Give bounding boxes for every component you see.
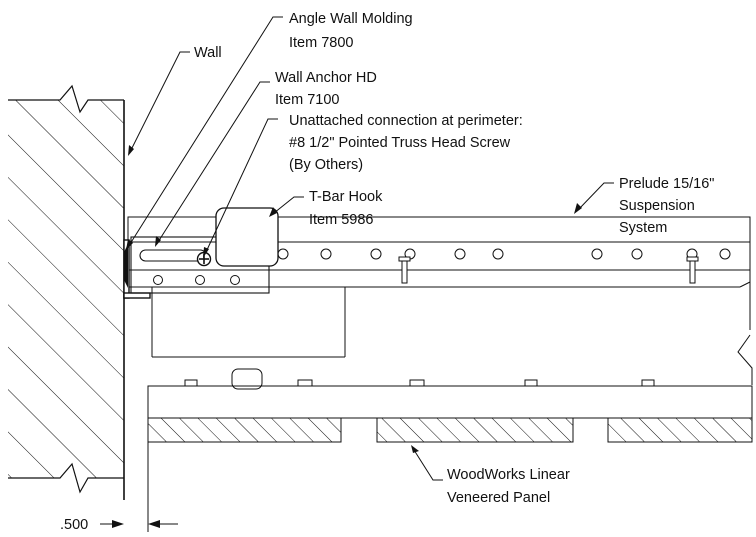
label-t-bar-hook: T-Bar Hook Item 5986 [309, 189, 383, 228]
label-unattached-line-2: #8 1/2" Pointed Truss Head Screw [289, 135, 511, 151]
runner-slots [398, 256, 699, 284]
label-t-bar-hook-line-1: T-Bar Hook [309, 189, 383, 205]
label-unattached-line-1: Unattached connection at perimeter: [289, 113, 523, 129]
veneered-panel-3 [607, 417, 753, 443]
veneered-panel-assembly [147, 356, 753, 443]
label-prelude-line-2: Suspension [619, 198, 695, 214]
label-wall-anchor: Wall Anchor HD Item 7100 [275, 70, 377, 108]
label-angle-wall-molding: Angle Wall Molding Item 7800 [289, 11, 413, 51]
label-prelude-line-3: System [619, 220, 667, 236]
runner-holes [277, 248, 731, 260]
dimension-arrow-left [112, 520, 124, 528]
leader-lines [129, 16, 614, 481]
label-angle-wall-molding-line-2: Item 7800 [289, 35, 354, 51]
label-wall: Wall [194, 45, 222, 61]
wall-bottom-break-line [8, 462, 124, 494]
wall-hatch [8, 100, 124, 478]
label-unattached-line-3: (By Others) [289, 157, 363, 173]
label-t-bar-hook-line-2: Item 5986 [309, 212, 374, 228]
label-wall-anchor-line-1: Wall Anchor HD [275, 70, 377, 86]
leader-arrowheads [126, 145, 582, 453]
panel-clip [231, 368, 263, 390]
panel-carrier [147, 385, 753, 419]
angle-wall-molding [123, 239, 151, 299]
label-angle-wall-molding-line-1: Angle Wall Molding [289, 11, 413, 27]
dimension-gap: .500 [60, 442, 178, 533]
label-woodworks-panel: WoodWorks Linear Veneered Panel [447, 467, 570, 506]
t-bar-hook [215, 207, 279, 267]
label-woodworks-line-1: WoodWorks Linear [447, 467, 570, 483]
anchor-slot [139, 249, 207, 262]
veneered-panel-1 [147, 417, 342, 443]
label-wall-line-1: Wall [194, 45, 222, 61]
label-wall-anchor-line-2: Item 7100 [275, 92, 340, 108]
label-prelude-line-1: Prelude 15/16" [619, 176, 714, 192]
dimension-value: .500 [60, 517, 88, 533]
label-prelude-suspension: Prelude 15/16" Suspension System [619, 176, 714, 236]
label-woodworks-line-2: Veneered Panel [447, 490, 550, 506]
runner-break-line [737, 217, 753, 385]
wall-top-break-line [8, 84, 124, 114]
dimension-arrow-right [148, 520, 160, 528]
veneered-panel-2 [376, 417, 574, 443]
label-unattached-connection: Unattached connection at perimeter: #8 1… [289, 113, 523, 173]
wall-section [8, 84, 125, 500]
